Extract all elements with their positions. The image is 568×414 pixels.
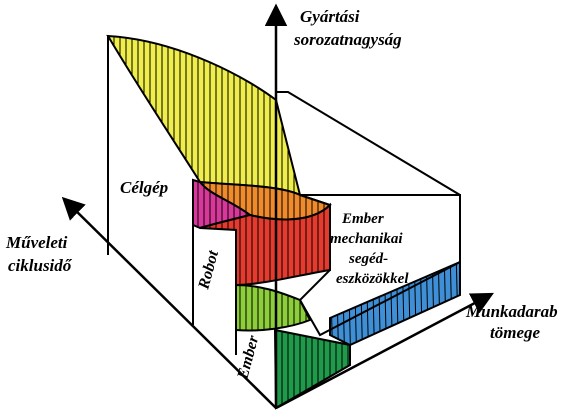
left-axis (61, 196, 277, 409)
mech-label-4: eszközökkel (336, 271, 409, 287)
celgep-label: Célgép (120, 178, 168, 197)
lightgreen-band (235, 283, 312, 332)
right-axis (275, 292, 494, 410)
left-axis-label-2: ciklusidő (8, 256, 73, 275)
left-axis-label-1: Műveleti (5, 233, 68, 252)
ember-label: Ember (234, 333, 262, 382)
right-axis-label-1: Munkadarab (465, 302, 558, 321)
red-band (199, 202, 331, 287)
mech-label-1: Ember (341, 211, 384, 227)
mech-label-3: segéd- (348, 251, 388, 267)
vertical-axis-label-1: Gyártási (300, 7, 360, 26)
mech-label-2: mechanikai (330, 231, 403, 247)
robot-label: Robot (195, 248, 222, 292)
vertical-axis-label-2: sorozatnagyság (293, 30, 402, 49)
mechanical-wall (298, 194, 461, 337)
right-axis-label-2: tömege (490, 323, 540, 342)
